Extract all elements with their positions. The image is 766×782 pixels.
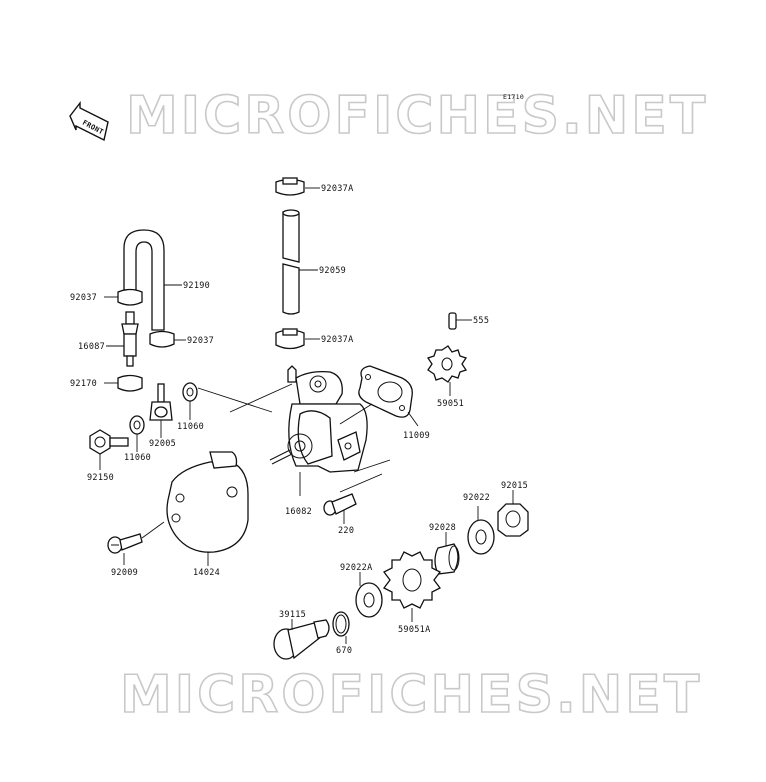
label-92190: 92190 [183, 281, 210, 291]
oring-670-icon [332, 611, 350, 644]
label-92015: 92015 [501, 481, 528, 491]
assembly-lines [197, 383, 391, 493]
washer-92022-icon [467, 506, 495, 555]
nut-92015-icon [497, 490, 529, 537]
label-92005: 92005 [149, 439, 176, 449]
label-92028: 92028 [429, 523, 456, 533]
label-92037-right: 92037 [187, 336, 214, 346]
fitting-16087-icon [106, 311, 139, 367]
gear-59051a-icon [383, 551, 441, 622]
washer-92022a-icon [355, 572, 383, 618]
label-670: 670 [336, 646, 352, 656]
hose-92190-icon [123, 229, 182, 331]
cover-14024-icon [166, 451, 249, 566]
clamp-92170-icon [104, 374, 143, 392]
label-92009: 92009 [111, 568, 138, 578]
label-92150: 92150 [87, 473, 114, 483]
label-92022a: 92022A [340, 563, 373, 573]
label-555: 555 [473, 316, 489, 326]
label-14024: 14024 [193, 568, 220, 578]
gear-59051-icon [426, 345, 468, 396]
oil-pump-16082-icon [269, 365, 368, 496]
label-11060-a: 11060 [177, 422, 204, 432]
shaft-39115-icon [273, 619, 330, 660]
diagram-code: E1710 [503, 93, 524, 101]
label-11060-b: 11060 [124, 453, 151, 463]
label-92037a-mid: 92037A [321, 335, 354, 345]
watermark-bottom: MICROFICHES.NET [120, 665, 702, 725]
clamp-92037a-top-icon [275, 177, 320, 196]
clamp-92037-left-icon [104, 288, 143, 306]
clamp-92037a-mid-icon [275, 328, 320, 350]
washer-11060-a-icon [182, 382, 198, 420]
clamp-92037-right-icon [149, 330, 186, 348]
screw-92009-icon [107, 521, 165, 565]
banjo-92005-icon [149, 383, 173, 438]
label-11009: 11009 [403, 431, 430, 441]
label-92022: 92022 [463, 493, 490, 503]
label-92037a-top: 92037A [321, 184, 354, 194]
label-59051: 59051 [437, 399, 464, 409]
bolt-92150-icon [89, 429, 129, 470]
label-39115: 39115 [279, 610, 306, 620]
label-16082: 16082 [285, 507, 312, 517]
pin-555-icon [448, 312, 472, 330]
bolt-220-icon [323, 493, 357, 524]
label-92059: 92059 [319, 266, 346, 276]
watermark-top: MICROFICHES.NET [126, 86, 708, 146]
label-59051a: 59051A [398, 625, 431, 635]
hose-92059-icon [282, 209, 318, 315]
label-220: 220 [338, 526, 354, 536]
gasket-11009-icon [358, 365, 419, 427]
washer-11060-b-icon [129, 415, 145, 452]
label-16087: 16087 [78, 342, 105, 352]
label-92170: 92170 [70, 379, 97, 389]
collar-92028-icon [434, 532, 460, 575]
front-arrow-icon: FRONT [69, 100, 109, 142]
label-92037-left: 92037 [70, 293, 97, 303]
